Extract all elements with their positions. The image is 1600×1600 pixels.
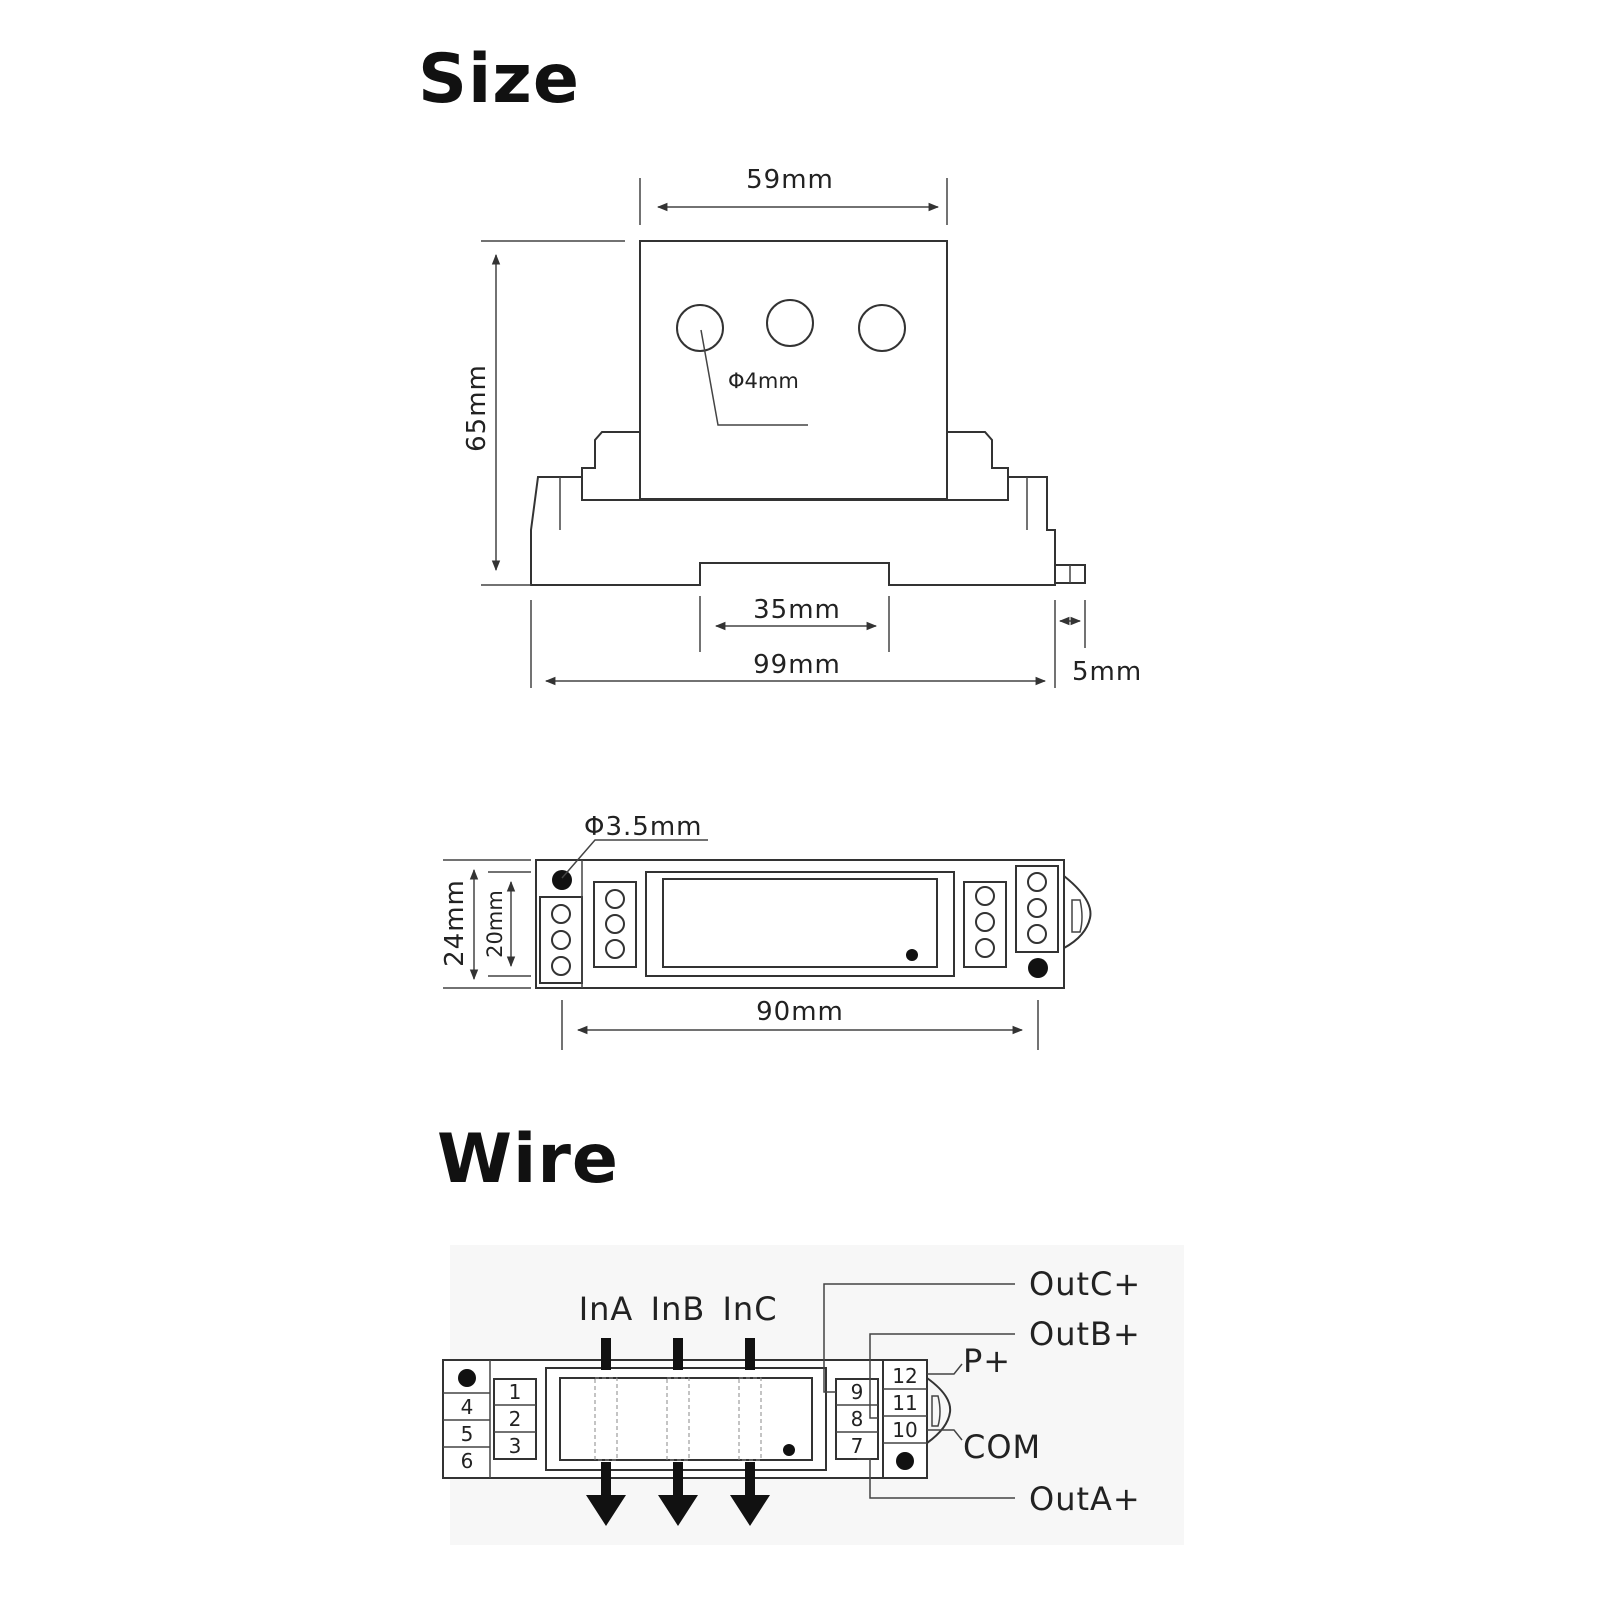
mount-hole-right [1028,958,1048,978]
screw-li3 [605,939,625,959]
arrow-down-c-icon [730,1495,770,1526]
screw-r2 [1027,898,1047,918]
mount-hole-leader [561,839,708,879]
sensing-hole-a [594,1377,618,1461]
left-inner-terminal [593,881,637,968]
left-terminal-block [539,896,583,984]
pin-5: 5 [461,1422,474,1446]
p-plus-leader [927,1363,963,1375]
left-inner-pin-block [493,1378,537,1460]
terminal-hole-3 [858,304,906,352]
input-c-label: InC [722,1290,777,1328]
pin-10: 10 [892,1418,917,1442]
mount-hole-label: Φ3.5mm [584,812,702,842]
pin-12: 12 [892,1364,917,1388]
screw-ri1 [975,886,995,906]
outb-leader [869,1333,1015,1419]
output-c-label: OutC+ [1029,1265,1141,1303]
terminal-hole-2 [766,299,814,347]
side-view: Φ4mm 59mm 65mm 35 [462,165,1142,688]
display-window [662,878,938,968]
right-inner-terminal [963,881,1007,968]
pin-3: 3 [509,1434,522,1458]
screw-ri2 [975,912,995,932]
screw-l1 [551,904,571,924]
wiring-display-window [559,1377,813,1461]
pin-1: 1 [509,1380,522,1404]
screw-l3 [551,956,571,976]
sensing-holes [594,1377,762,1461]
status-dot [906,949,918,961]
outc-leader [823,1283,1015,1393]
sensing-hole-c [738,1377,762,1461]
mount-hole-left [552,870,572,890]
hole-leader-line [700,329,808,426]
wiring-mount-hole-right [896,1452,914,1470]
wiring-side-clip-inner [931,1395,941,1427]
wiring-mount-hole-left [458,1369,476,1387]
screw-r1 [1027,872,1047,892]
screw-l2 [551,930,571,950]
com-label: COM [963,1428,1041,1466]
rail-width-label: 35mm [753,595,841,625]
wiring-side-clip [926,1377,952,1444]
pin-9: 9 [851,1380,864,1404]
pin-2: 2 [509,1407,522,1431]
height-label: 65mm [462,364,492,452]
inner-height-label: 20mm [483,890,507,958]
output-a-label: OutA+ [1029,1480,1141,1518]
outa-leader [857,1458,1015,1499]
hole-spacing-label: 90mm [756,997,844,1027]
screw-r3 [1027,924,1047,944]
screw-li2 [605,914,625,934]
screw-li1 [605,889,625,909]
com-leader [927,1429,963,1441]
side-clip-inner [1071,899,1083,933]
pin-11: 11 [892,1391,917,1415]
wire-heading: Wire [437,1120,619,1199]
sensing-hole-b [666,1377,690,1461]
hole-diameter-label: Φ4mm [728,369,799,393]
left-clip [581,431,641,500]
pin-4: 4 [461,1395,474,1419]
side-clip [1063,875,1092,949]
screw-ri3 [975,938,995,958]
terminal-hole-1 [676,304,724,352]
p-plus-label: P+ [963,1342,1011,1380]
total-width-label: 99mm [753,650,841,680]
clip-length-label: 5mm [1072,657,1142,687]
input-b-label: InB [651,1290,706,1328]
pin-7: 7 [851,1434,864,1458]
arrow-down-a-icon [586,1495,626,1526]
right-terminal-block [1015,865,1059,953]
outer-height-label: 24mm [440,879,470,967]
pin-6: 6 [461,1449,474,1473]
input-arrows [586,1338,770,1526]
input-a-label: InA [579,1290,634,1328]
right-clip [946,431,1009,500]
top-view: Φ3.5mm 24mm 20mm 90mm [440,812,1092,1050]
wiring-diagram: 4 5 6 1 2 3 [442,1245,1184,1545]
output-b-label: OutB+ [1029,1315,1141,1353]
pin-8: 8 [851,1407,864,1431]
wiring-status-dot [783,1444,795,1456]
width-top-label: 59mm [746,165,834,195]
arrow-down-b-icon [658,1495,698,1526]
right-inner-pin-block [835,1378,879,1460]
size-heading: Size [418,40,580,119]
